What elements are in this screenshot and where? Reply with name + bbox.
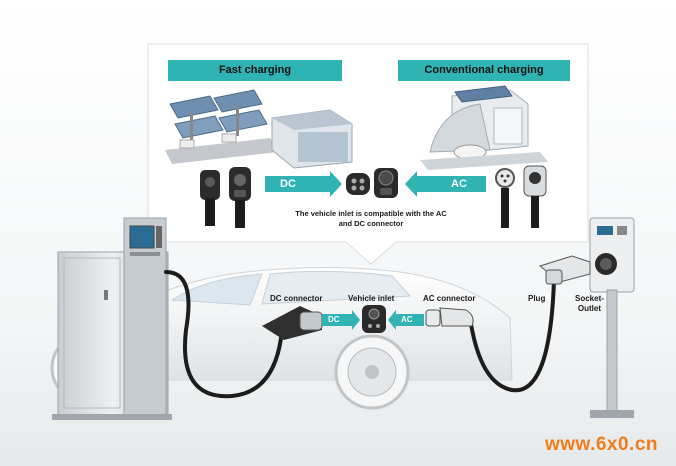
ac-socket-plug-icon — [523, 165, 547, 228]
panel-divider — [366, 48, 367, 60]
dc-connector-label: DC connector — [270, 294, 323, 303]
dc-plug-icon — [200, 170, 220, 226]
note-line-1: The vehicle inlet is compatible with the… — [295, 209, 447, 218]
plug-label: Plug — [528, 294, 546, 303]
dc-fast-charger — [52, 217, 172, 420]
ac-plug-icon — [495, 168, 515, 228]
socket-outlet-label: Socket- Outlet — [575, 294, 604, 314]
dc-arrow — [265, 171, 342, 197]
vehicle-inlet-ac-icon — [374, 168, 398, 198]
dc-small-arrow-label: DC — [328, 315, 340, 324]
vehicle-inlet-dc-icon — [346, 173, 370, 195]
socket-outlet-label-line-2: Outlet — [577, 304, 601, 313]
vehicle-inlet — [362, 305, 386, 333]
house-garage-illustration — [420, 85, 548, 170]
watermark: www.6x0.cn — [544, 434, 658, 455]
ac-arrow-label: AC — [451, 178, 467, 190]
ac-connector-label: AC connector — [423, 294, 476, 303]
note-line-2: and DC connector — [338, 219, 404, 228]
charging-station-building-illustration — [271, 109, 353, 169]
dc-connector-arrow — [322, 310, 360, 330]
ac-connector — [425, 307, 474, 327]
ac-small-arrow-label: AC — [401, 315, 413, 324]
conventional-charging-header: Conventional charging — [398, 60, 570, 81]
compatibility-note: The vehicle inlet is compatible with the… — [248, 209, 494, 229]
dc-cable — [164, 270, 284, 399]
dc-arrow-label: DC — [280, 178, 296, 190]
ac-plug — [538, 255, 591, 285]
socket-outlet-label-line-1: Socket- — [575, 294, 604, 303]
fast-charging-header: Fast charging — [168, 60, 342, 81]
solar-carport-illustration — [165, 89, 278, 164]
dc-connector — [262, 306, 323, 340]
ac-cable — [468, 278, 556, 393]
vehicle-inlet-label: Vehicle inlet — [348, 294, 395, 303]
ac-connector-arrow — [388, 310, 424, 330]
ac-socket-outlet-post — [589, 217, 635, 418]
ccs-plug-icon — [229, 167, 251, 228]
ac-arrow — [405, 171, 486, 197]
